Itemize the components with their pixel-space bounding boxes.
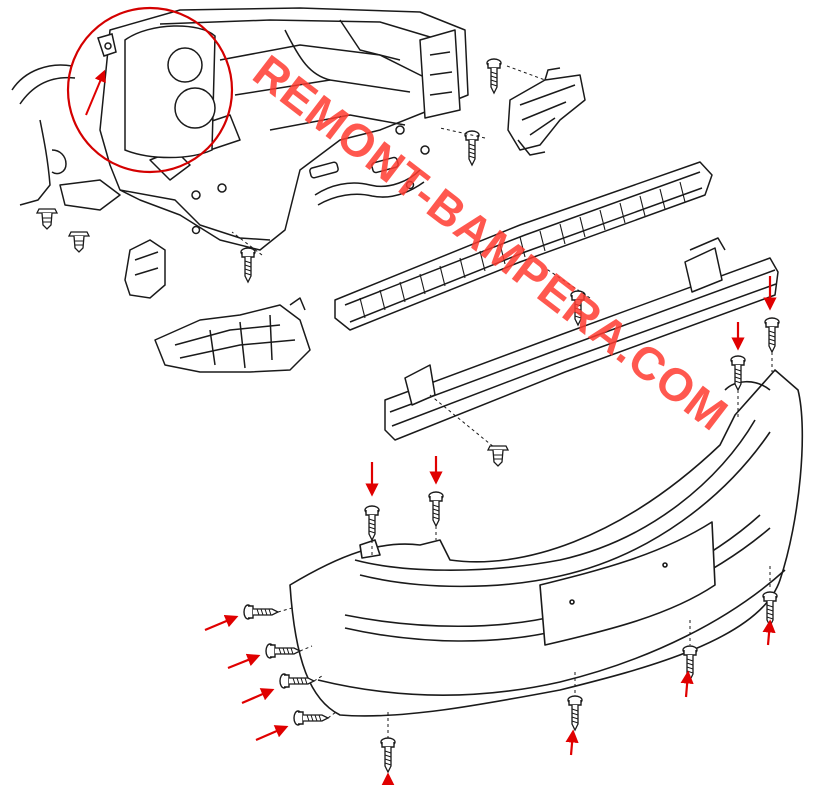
arrow-side-screw-4 <box>255 725 289 742</box>
arrow-side-screw-1 <box>204 614 239 632</box>
bumper-guide-bracket <box>124 239 166 299</box>
bumper-side-bracket-right <box>507 67 586 156</box>
energy-absorber <box>334 161 713 331</box>
arrow-bottom-screw-2 <box>565 729 579 756</box>
bumper-side-bracket-left <box>154 297 311 373</box>
rear-light-housing <box>97 25 216 159</box>
arrow-bottom-screw-3 <box>680 670 694 698</box>
highlight-arrow <box>85 69 106 116</box>
arrow-side-screw-2 <box>227 653 261 670</box>
arrow-side-screw-3 <box>241 688 275 705</box>
body-rear-panel <box>11 7 469 251</box>
highlight-circle <box>66 6 234 174</box>
bumper-cover <box>289 369 804 717</box>
arrow-bottom-screw-4 <box>762 619 776 646</box>
fastener-arrows <box>204 276 777 785</box>
assembly-guide-lines <box>231 65 773 738</box>
bumper-reinforcement-beam <box>384 237 779 441</box>
